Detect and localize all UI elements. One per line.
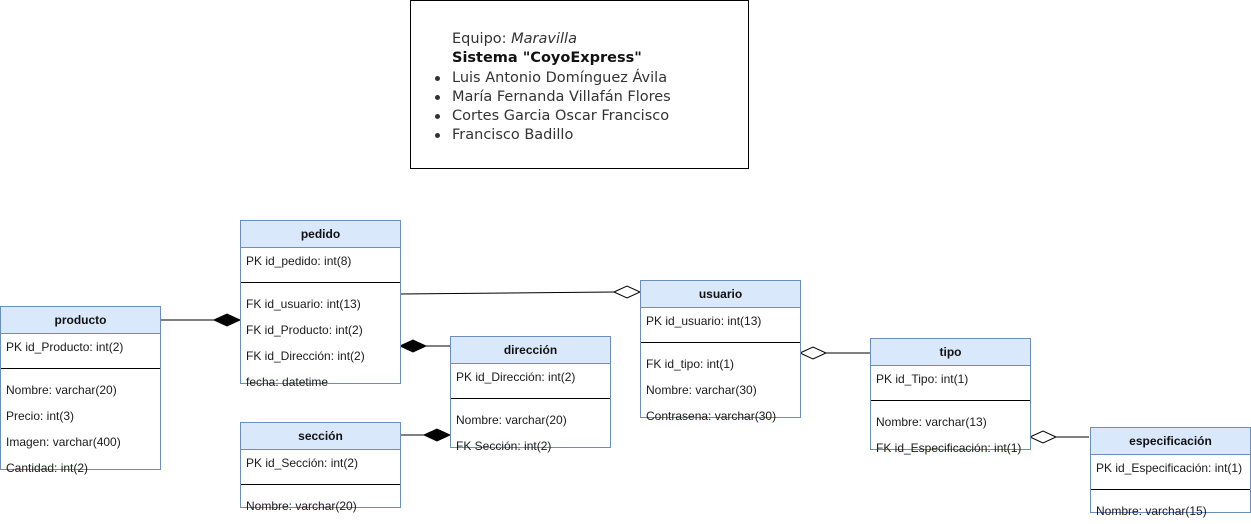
member-item: Cortes Garcia Oscar Francisco [435,108,670,124]
table-pedido[interactable]: pedido PK id_pedido: int(8) FK id_usuari… [240,220,401,389]
field: Nombre: varchar(30) [646,383,757,397]
pk-field: PK id_pedido: int(8) [246,254,352,268]
pk-field: PK id_Sección: int(2) [246,456,359,470]
field: Imagen: varchar(400) [6,435,121,449]
field: FK id_Especificación: int(1) [876,441,1022,455]
table-producto[interactable]: producto PK id_Producto: int(2) Nombre: … [0,306,161,475]
pk-field: PK id_Tipo: int(1) [876,372,969,386]
pk-field: PK id_usuario: int(13) [646,314,762,328]
edge-seccion-direccion[interactable] [400,428,452,442]
team-line: Equipo: Maravilla [452,31,577,47]
field: FK id_Producto: int(2) [246,323,363,337]
field: Nombre: varchar(20) [456,413,567,427]
team-note[interactable]: Equipo: Maravilla Sistema "CoyoExpress" … [410,0,749,169]
aggregation-diamond-icon [612,285,642,299]
field: Nombre: varchar(13) [876,415,987,429]
pk-field: PK id_Dirección: int(2) [456,370,576,384]
table-title: sección [241,423,400,450]
team-label: Equipo: [452,31,512,47]
divider [1091,481,1250,490]
field: Precio: int(3) [6,409,75,423]
composition-diamond-icon [398,339,428,353]
aggregation-diamond-icon [798,346,828,360]
field: FK Sección: int(2) [456,439,552,453]
edge-especificacion-tipo[interactable] [1028,430,1089,444]
composition-diamond-icon [212,313,242,327]
member-item: Francisco Badillo [435,126,671,145]
pk-field: PK id_Producto: int(2) [6,340,124,354]
member-item: María Fernanda Villafán Flores [435,89,671,105]
field: Nombre: varchar(15) [1096,504,1207,518]
table-title: pedido [241,221,400,248]
table-title: producto [1,307,160,334]
table-direccion[interactable]: dirección PK id_Dirección: int(2) Nombre… [450,336,611,453]
composition-diamond-icon [422,428,452,442]
field: Nombre: varchar(20) [246,499,357,513]
divider [641,334,800,343]
divider [451,390,610,399]
table-especificacion[interactable]: especificación PK id_Especificación: int… [1090,427,1251,518]
table-title: usuario [641,281,800,308]
field: Cantidad: int(2) [6,461,89,475]
edge-tipo-usuario[interactable] [798,346,870,360]
edge-producto-pedido[interactable] [160,313,242,327]
field: Nombre: varchar(20) [6,383,117,397]
table-title: dirección [451,337,610,364]
divider [241,274,400,283]
field: FK id_tipo: int(1) [646,357,735,371]
table-title: tipo [871,339,1030,366]
divider [871,392,1030,401]
field: FK id_Dirección: int(2) [246,349,365,363]
team-name: Maravilla [511,31,577,47]
pk-field: PK id_Especificación: int(1) [1096,461,1243,475]
field: FK id_usuario: int(13) [246,297,361,311]
member-item: Luis Antonio Domínguez Ávila [435,69,671,88]
table-usuario[interactable]: usuario PK id_usuario: int(13) FK id_tip… [640,280,801,423]
field: Contrasena: varchar(30) [646,409,777,423]
edge-pedido-usuario[interactable] [399,285,642,299]
aggregation-diamond-icon [1028,430,1058,444]
member-list: Luis Antonio Domínguez Ávila María Ferna… [435,69,671,145]
divider [241,476,400,485]
edge-direccion-pedido[interactable] [398,339,450,353]
table-tipo[interactable]: tipo PK id_Tipo: int(1) Nombre: varchar(… [870,338,1031,455]
divider [1,360,160,369]
table-title: especificación [1091,428,1250,455]
system-title: Sistema "CoyoExpress" [452,50,642,66]
field: fecha: datetime [246,375,329,389]
table-seccion[interactable]: sección PK id_Sección: int(2) Nombre: va… [240,422,401,513]
